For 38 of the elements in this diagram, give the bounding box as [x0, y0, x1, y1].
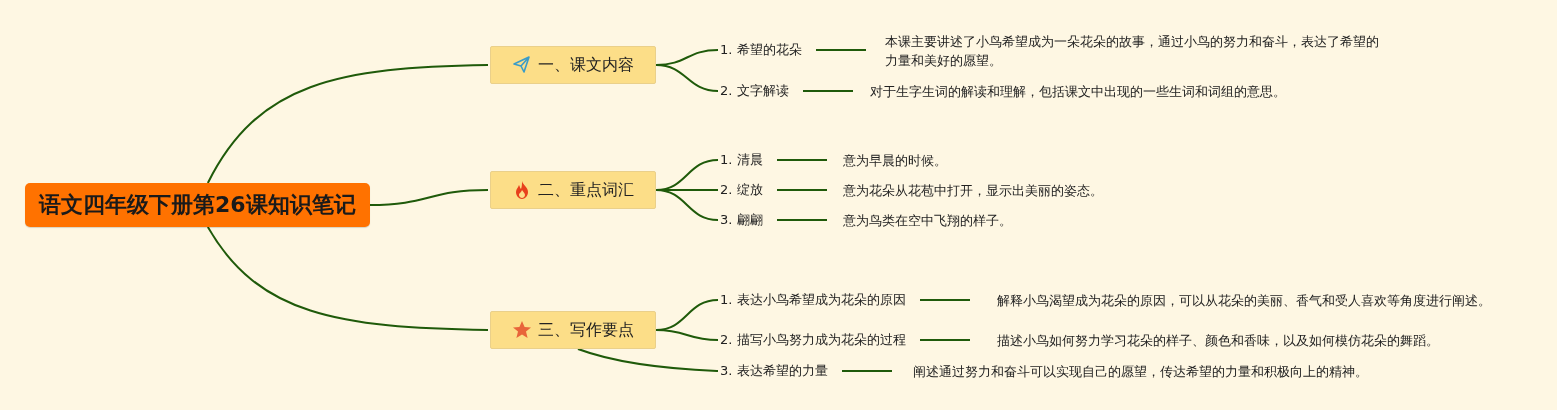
connector — [776, 159, 828, 161]
topic-label: 一、课文内容 — [538, 54, 634, 76]
connector — [577, 348, 719, 372]
description-text: 本课主要讲述了小鸟希望成为一朵花朵的故事，通过小鸟的努力和奋斗，表达了希望的力量和美好的愿望。 — [885, 32, 1385, 70]
subtopic-text: 1. 表达小鸟希望成为花朵的原因 — [720, 291, 906, 309]
description-text: 解释小鸟渴望成为花朵的原因，可以从花朵的美丽、香气和受人喜欢等角度进行阐述。 — [997, 290, 1497, 310]
subtopic-text: 2. 绽放 — [720, 181, 763, 199]
connector — [841, 370, 893, 372]
topic-label: 三、写作要点 — [538, 319, 634, 341]
description-text: 意为鸟类在空中飞翔的样子。 — [843, 210, 1143, 230]
description-text: 意为花朵从花苞中打开，显示出美丽的姿态。 — [843, 180, 1163, 200]
subtopic-text: 2. 描写小鸟努力成为花朵的过程 — [720, 331, 906, 349]
description-text: 对于生字生词的解读和理解，包括课文中出现的一些生词和词组的意思。 — [870, 81, 1340, 101]
subtopic-text: 3. 翩翩 — [720, 211, 763, 229]
connector — [655, 329, 719, 341]
connector — [776, 189, 828, 191]
connector — [919, 299, 971, 301]
subtopic-text: 3. 表达希望的力量 — [720, 362, 828, 380]
description-text: 阐述通过努力和奋斗可以实现自己的愿望，传达希望的力量和积极向上的精神。 — [913, 361, 1393, 381]
connector — [655, 64, 719, 92]
connector — [815, 49, 867, 51]
connector — [802, 90, 854, 92]
connector — [776, 219, 828, 221]
topic-label: 二、重点词汇 — [538, 179, 634, 201]
description-text: 意为早晨的时候。 — [843, 150, 1143, 170]
subtopic-text: 1. 清晨 — [720, 151, 763, 169]
description-text: 描述小鸟如何努力学习花朵的样子、颜色和香味，以及如何模仿花朵的舞蹈。 — [997, 330, 1477, 350]
subtopic-text: 2. 文字解读 — [720, 82, 789, 100]
topic-box — [490, 171, 656, 209]
topic-box — [490, 311, 656, 349]
connector — [206, 64, 489, 184]
connector — [919, 339, 971, 341]
central-topic-box: 语文四年级下册第26课知识笔记 — [25, 183, 370, 227]
connector — [655, 189, 719, 221]
subtopic-text: 1. 希望的花朵 — [720, 41, 802, 59]
connector — [206, 226, 489, 331]
topic-box — [490, 46, 656, 84]
connector — [369, 189, 489, 206]
